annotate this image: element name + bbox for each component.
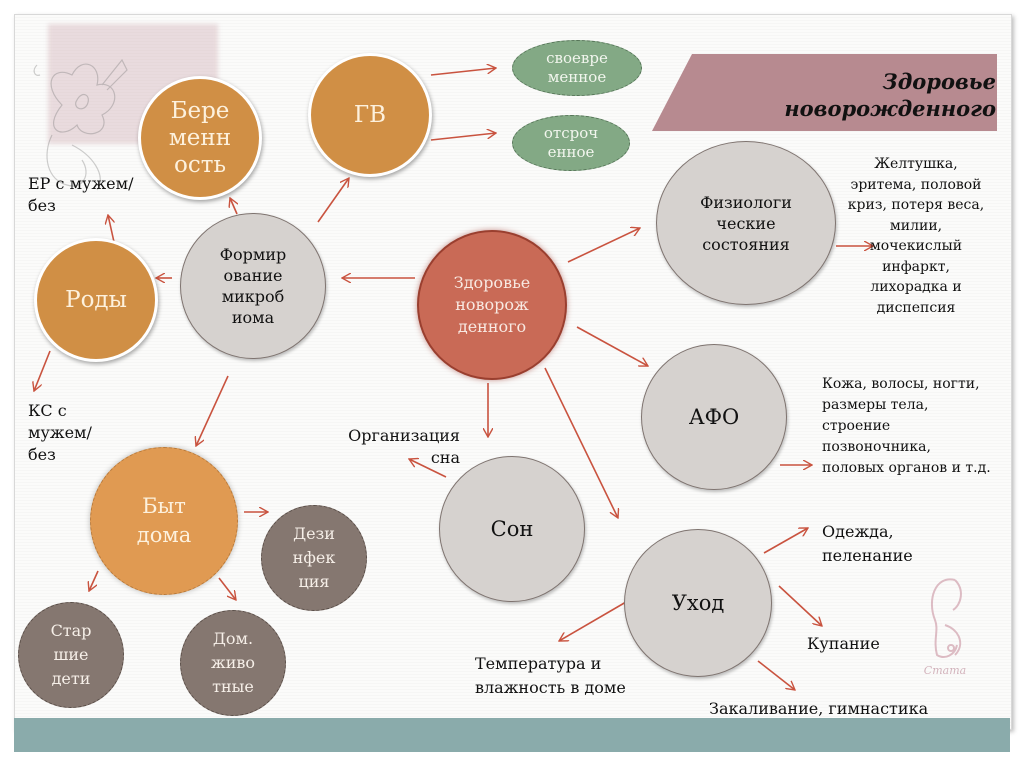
arrow-microbiome-to-home [196,375,229,446]
node-microbiome-label: Формир ование микроб иома [219,245,287,327]
label-ep-with-husband: ЕР с мужем/без [28,174,134,215]
node-home-life-label: Быт дома [136,494,192,547]
arrow-care-to-temperature [559,601,627,641]
node-pets-label: Дом. живо тные [210,629,256,696]
arrow-microbiome-to-gv [317,178,349,223]
node-breastfeeding-label: ГВ [353,102,387,128]
arrow-microbiome-to-pregnancy [230,198,237,215]
node-pets[interactable]: Дом. живо тные [180,610,286,716]
node-disinfection-label: Дези нфек ция [292,524,336,591]
mother-logo-icon: Cmama [924,578,966,677]
page-title: Здоровье новорожденного [784,68,996,122]
node-microbiome[interactable]: Формир ование микроб иома [180,213,326,359]
arrow-care-to-hardening [757,660,795,690]
label-clothing: Одежда, пеленание [822,522,913,565]
arrow-care-to-bathing [778,585,822,626]
node-timely[interactable]: своевре менное [512,40,642,96]
node-center-label: Здоровье новорож денного [453,273,531,336]
arrow-sleep-to-org [409,459,447,478]
node-pregnancy[interactable]: Бере менн ость [138,76,262,200]
label-sleep-organization: Организация сна [348,426,460,467]
node-breastfeeding[interactable]: ГВ [308,53,432,177]
label-temperature: Температура и влажность в доме [475,654,626,697]
arrow-birth-to-ep [108,215,114,243]
node-disinfection[interactable]: Дези нфек ция [261,505,367,611]
node-timely-label: своевре менное [546,49,608,86]
label-bathing: Купание [807,634,880,653]
node-delayed[interactable]: отсроч енное [512,115,630,171]
node-older-children[interactable]: Стар шие дети [18,602,124,708]
node-birth[interactable]: Роды [34,238,158,362]
arrow-center-to-physio [567,228,640,263]
node-physiological[interactable]: Физиологи ческие состояния [656,141,836,305]
arrow-gv-to-timely [430,68,496,76]
arrow-gv-to-delayed [430,133,496,141]
title-line-1: Здоровье [882,69,996,94]
node-care-label: Уход [671,591,725,615]
node-delayed-label: отсроч енное [543,124,599,161]
arrow-home-to-pets [218,577,236,600]
node-afo[interactable]: АФО [641,344,787,490]
title-banner [652,54,997,131]
arrow-center-to-care [544,367,618,518]
node-older-children-label: Стар шие дети [50,621,92,688]
node-center[interactable]: Здоровье новорож денного [417,230,567,380]
arrow-care-to-clothing [763,528,808,554]
node-physiological-label: Физиологи ческие состояния [700,192,792,254]
logo-text: Cmama [924,664,966,677]
flower-illustration-icon [33,58,128,191]
node-pregnancy-label: Бере менн ость [168,97,232,178]
arrow-birth-to-cs [34,350,51,391]
label-afo-list: Кожа, волосы, ногти, размеры тела, строе… [822,376,991,476]
arrow-home-to-older [89,570,99,591]
footer-bar [14,718,1010,752]
node-afo-label: АФО [688,405,740,429]
node-sleep-label: Сон [490,517,534,541]
node-care[interactable]: Уход [624,529,772,677]
title-line-2: новорожденного [784,96,996,121]
arrow-center-to-afo [576,326,648,366]
label-cs-with-husband: КС с мужем/ без [28,401,92,464]
node-sleep[interactable]: Сон [439,456,585,602]
label-hardening: Закаливание, гимнастика [709,699,929,718]
node-birth-label: Роды [65,287,127,313]
label-physiological-list: Желтушка, эритема, половой криз, потеря … [847,156,985,316]
node-home-life[interactable]: Быт дома [90,447,238,595]
